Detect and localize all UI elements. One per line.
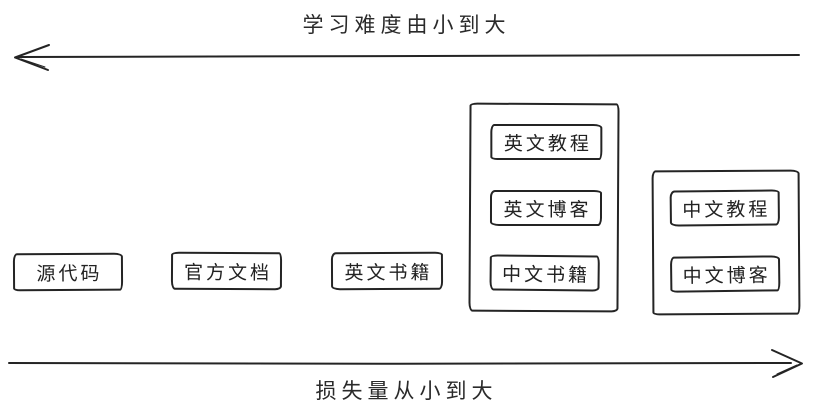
box-english-books: 英文书籍	[330, 251, 444, 291]
box-official-docs: 官方文档	[170, 251, 283, 291]
box-chinese-blogs-label: 中文博客	[682, 264, 771, 288]
box-english-tutorials: 英文教程	[490, 123, 603, 161]
box-chinese-tutorials: 中文教程	[669, 189, 780, 227]
box-source-code-label: 源代码	[36, 263, 103, 285]
box-english-tutorials-label: 英文教程	[503, 133, 592, 155]
box-source-code: 源代码	[12, 252, 124, 292]
bottom-axis-label: 损失量从小到大	[315, 380, 498, 403]
box-english-books-label: 英文书籍	[344, 262, 433, 284]
box-chinese-blogs: 中文博客	[669, 255, 781, 293]
box-english-blogs: 英文博客	[489, 189, 603, 227]
box-chinese-books: 中文书籍	[489, 254, 600, 292]
group-box-1: 英文教程 英文博客 中文书籍	[468, 102, 620, 313]
box-chinese-books-label: 中文书籍	[502, 264, 591, 286]
box-official-docs-label: 官方文档	[183, 262, 273, 284]
group-box-2: 中文教程 中文博客	[651, 169, 801, 316]
right-arrow	[8, 349, 803, 378]
top-axis-label: 学习难度由小到大	[302, 14, 511, 37]
box-english-blogs-label: 英文博客	[503, 199, 592, 221]
box-chinese-tutorials-label: 中文教程	[682, 199, 771, 221]
left-arrow	[14, 44, 800, 71]
